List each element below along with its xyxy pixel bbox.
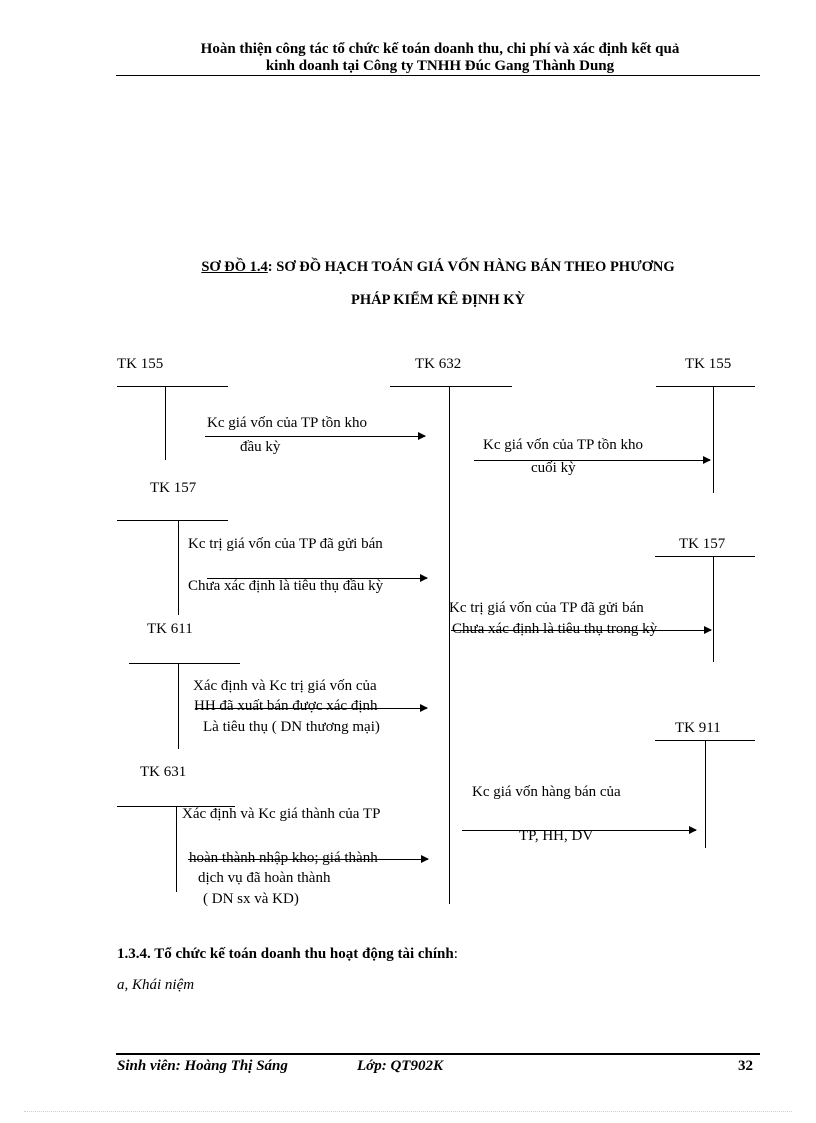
t-account-bar-tk157-left	[117, 520, 228, 521]
arrow-tk632-to-tk157	[451, 626, 712, 634]
entry-cost-of-sales-line1: Kc giá vốn hàng bán của	[472, 784, 621, 800]
t-account-stem-tk611	[178, 663, 179, 749]
page-number: 32	[738, 1058, 753, 1074]
entry-opening-stock-line1: Kc giá vốn của TP tồn kho	[207, 415, 367, 431]
arrow-tk157-to-tk632	[207, 574, 428, 582]
entry-closing-stock-line1: Kc giá vốn của TP tồn kho	[483, 437, 643, 453]
entry-cost-of-sales-line2: TP, HH, DV	[519, 828, 594, 844]
t-account-stem-tk911	[705, 740, 706, 848]
t-account-bar-tk155-left	[117, 386, 228, 387]
entry-goods-sent-period-line2: Chưa xác định là tiêu thụ trong kỳ	[452, 621, 658, 637]
arrow-tk631-to-tk632	[188, 855, 429, 863]
entry-closing-stock-line2: cuối kỳ	[531, 460, 576, 476]
account-label-tk155-right: TK 155	[685, 356, 732, 372]
t-account-bar-tk157-right	[655, 556, 755, 557]
section-heading: 1.3.4. Tổ chức kế toán doanh thu hoạt độ…	[117, 946, 458, 963]
account-label-tk632: TK 632	[415, 356, 462, 372]
section-heading-colon: :	[453, 946, 458, 962]
arrow-tk155-to-tk632	[205, 432, 426, 440]
page-bottom-dotted-border	[24, 1111, 792, 1112]
t-account-bar-tk611	[129, 663, 240, 664]
header-rule	[116, 75, 760, 76]
entry-trade-goods-line2: HH đã xuất bán được xác định	[194, 698, 378, 714]
entry-opening-stock-line2: đầu kỳ	[240, 439, 281, 455]
footer-student: Sinh viên: Hoàng Thị Sáng	[117, 1058, 288, 1074]
t-account-stem-tk155-left	[165, 386, 166, 460]
arrow-tk611-to-tk632	[195, 704, 428, 712]
t-account-bar-tk155-right	[656, 386, 755, 387]
section-heading-text: 1.3.4. Tổ chức kế toán doanh thu hoạt độ…	[117, 946, 454, 962]
entry-goods-sent-opening-line1: Kc trị giá vốn của TP đã gửi bán	[188, 536, 383, 552]
t-account-stem-tk157-left	[178, 520, 179, 615]
diagram-title-rest: : SƠ ĐỒ HẠCH TOÁN GIÁ VỐN HÀNG BÁN THEO …	[267, 259, 675, 275]
entry-trade-goods-line3: Là tiêu thụ ( DN thương mại)	[203, 719, 380, 735]
diagram-title-prefix: SƠ ĐỒ 1.4	[201, 259, 268, 275]
footer-class: Lớp: QT902K	[357, 1058, 443, 1074]
account-label-tk155-left: TK 155	[117, 356, 164, 372]
page-header-line2: kinh doanh tại Công ty TNHH Đúc Gang Thà…	[265, 58, 615, 74]
subsection-label: a, Khái niệm	[117, 977, 195, 993]
arrow-tk632-to-tk155	[474, 456, 711, 464]
entry-trade-goods-line1: Xác định và Kc trị giá vốn của	[193, 678, 377, 694]
account-label-tk631: TK 631	[140, 764, 187, 780]
page-header-line1: Hoàn thiện công tác tổ chức kế toán doan…	[200, 41, 680, 57]
entry-goods-sent-period-line1: Kc trị giá vốn của TP đã gửi bán	[449, 600, 644, 616]
t-account-stem-tk631	[176, 806, 177, 892]
account-label-tk911: TK 911	[675, 720, 721, 736]
entry-goods-sent-opening-line2: Chưa xác định là tiêu thụ đầu kỳ	[188, 578, 384, 594]
diagram-title-line1: SƠ ĐỒ 1.4: SƠ ĐỒ HẠCH TOÁN GIÁ VỐN HÀNG …	[100, 259, 776, 276]
account-label-tk157-left: TK 157	[150, 480, 197, 496]
entry-production-cost-line2: hoàn thành nhập kho; giá thành	[189, 850, 378, 866]
arrow-tk632-to-tk911	[462, 826, 697, 834]
account-label-tk157-right: TK 157	[679, 536, 726, 552]
account-label-tk611: TK 611	[147, 621, 193, 637]
diagram-title-line2: PHÁP KIỂM KÊ ĐỊNH KỲ	[350, 292, 525, 308]
entry-production-cost-line1: Xác định và Kc giá thành của TP	[182, 806, 381, 822]
footer-rule	[116, 1053, 760, 1055]
t-account-stem-tk632	[449, 386, 450, 904]
entry-production-cost-line4: ( DN sx và KD)	[203, 891, 299, 907]
t-account-stem-tk157-right	[713, 556, 714, 662]
t-account-stem-tk155-right	[713, 386, 714, 493]
t-account-bar-tk632	[390, 386, 512, 387]
entry-production-cost-line3: dịch vụ đã hoàn thành	[198, 870, 331, 886]
